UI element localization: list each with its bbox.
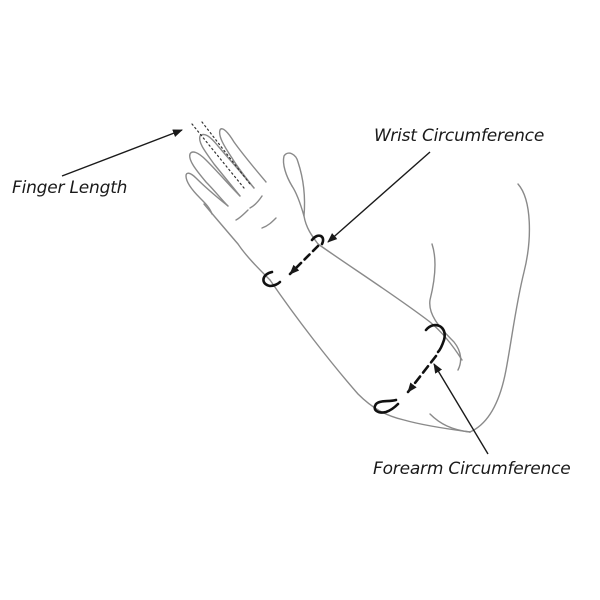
forearm-outline [269,243,471,433]
forearm-measurement-tape [373,323,446,414]
finger-length-label: Finger Length [12,178,128,198]
wrist-circumference-pointer-arrow [327,151,431,243]
hand-outline [185,128,319,281]
wrist-measurement-tape [262,234,325,288]
finger-length-guide [191,121,251,189]
upper-arm-outline [429,183,531,433]
finger-length-pointer-arrow [61,129,183,177]
forearm-circumference-pointer-arrow [433,363,489,455]
forearm-circumference-label: Forearm Circumference [373,459,571,479]
wrist-circumference-label: Wrist Circumference [374,126,545,146]
